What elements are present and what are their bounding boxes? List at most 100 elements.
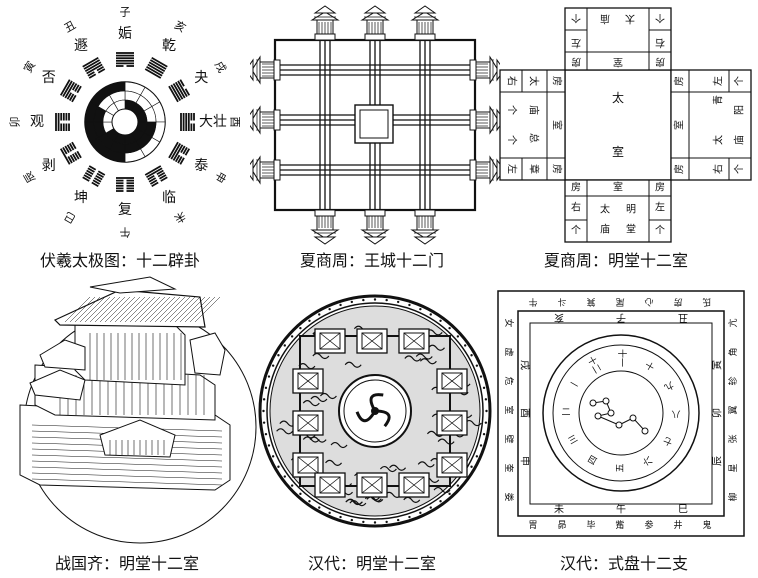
hexagram [82, 165, 105, 187]
hexagram-line-yin [116, 188, 124, 190]
room-label: 个 [506, 105, 518, 115]
mansion-label: 亢 [727, 318, 739, 327]
room-label: 房 [655, 181, 665, 194]
band-dot [263, 398, 265, 400]
tower-base [470, 60, 476, 80]
band-dot [284, 344, 286, 346]
room-label: 总 [528, 133, 541, 143]
hexagram-line-yang [55, 113, 57, 131]
branch-label: 卯 [9, 117, 22, 128]
room-label: 庙 [600, 223, 610, 236]
mansion-label: 危 [503, 376, 515, 385]
branch-label: 亥 [172, 17, 189, 35]
caption-handai-shipan: 汉代：式盘十二支 [560, 550, 688, 574]
mansion-label: 女 [503, 318, 515, 327]
taiji-center [112, 109, 138, 135]
hexagram [168, 142, 190, 165]
dial-number: 二 [561, 408, 570, 418]
tower-roof-top [250, 110, 253, 130]
hexagram-name: 剥 [42, 158, 56, 174]
room-label: 个 [734, 164, 746, 174]
branch-label: 寅 [711, 360, 724, 370]
band-dot [430, 506, 432, 508]
han-mingtang-tile [258, 283, 493, 545]
band-dot [408, 516, 410, 518]
hexagram-line-yang [185, 113, 187, 131]
hexagram-name: 姤 [118, 26, 132, 42]
gate-tower-south [362, 210, 388, 244]
branch-label: 酉 [519, 408, 530, 418]
gate-tower-north [412, 6, 438, 40]
mansion-label: 奎 [503, 463, 515, 472]
band-dot [470, 354, 472, 356]
band-dot [448, 493, 450, 495]
room-label: 右 [712, 164, 725, 174]
hexagram-line-yin [63, 113, 65, 121]
dipper-star [616, 422, 622, 428]
hexagram-line-yin [116, 185, 124, 187]
tower-base [415, 210, 435, 216]
hexagram-name: 泰 [194, 158, 208, 174]
branch-label: 酉 [229, 117, 242, 128]
room-label: 个 [734, 76, 746, 86]
room-label: 明 [626, 204, 636, 216]
branch-label: 子 [120, 6, 131, 19]
band-dot [339, 304, 341, 306]
hexagram-line-yin [68, 124, 70, 132]
room-label: 个 [571, 225, 581, 237]
outer-frame [498, 291, 744, 536]
dial-number: 八 [671, 408, 680, 418]
room-label: 青 [712, 95, 725, 105]
branch-label: 卯 [712, 408, 724, 418]
mansion-label: 氐 [702, 296, 711, 307]
gate-tower-south [312, 210, 338, 244]
dial-number: 十二 [585, 354, 604, 376]
room-label: 房 [571, 56, 581, 69]
hexagram-line-yin [116, 65, 124, 67]
band-dot [470, 466, 472, 468]
tower-base [315, 210, 335, 216]
wangcheng-diagram [250, 0, 500, 245]
hexagram-line-yin [66, 124, 68, 132]
band-dot [430, 313, 432, 315]
hexagram [60, 79, 82, 102]
mansion-label: 心 [644, 296, 653, 307]
band-dot [265, 433, 267, 435]
caption-zhanguo: 战国齐：明堂十二室 [55, 550, 199, 574]
branch-label: 午 [120, 226, 131, 239]
hexagram-line-yin [116, 180, 124, 182]
branch-label: 戌 [519, 360, 532, 370]
band-dot [328, 308, 330, 310]
band-dot [339, 516, 341, 518]
top-roof [90, 277, 175, 293]
gate-tower-west [250, 107, 280, 133]
room-label: 室 [673, 120, 686, 130]
mansion-label: 角 [727, 347, 739, 356]
branch-label: 巳 [678, 504, 688, 516]
band-dot [265, 387, 267, 389]
hexagram [60, 142, 82, 165]
band-dot [480, 444, 482, 446]
tower-roof-top [315, 237, 335, 244]
dial-number: 五 [616, 463, 626, 472]
dial-number: 十 [642, 359, 657, 373]
hexagram-line-yang [183, 113, 185, 131]
band-dot [277, 354, 279, 356]
branch-label: 申 [519, 456, 532, 466]
tower-base [274, 160, 280, 180]
hexagram-line-yang [116, 52, 134, 54]
band-dot [483, 387, 485, 389]
band-dot [318, 506, 320, 508]
hexagram-line-yin [127, 180, 135, 182]
mansion-label: 翼 [728, 405, 739, 414]
mansion-label: 星 [728, 463, 739, 472]
band-dot [268, 444, 270, 446]
shipan-diagram: 牛斗箕尾心房氐亢角轸翼张星柳鬼井参觜毕昴胃娄奎壁室危虚女子丑寅卯辰巳午未申酉戌亥… [493, 283, 758, 545]
tower-base [274, 60, 280, 80]
dipper-star [603, 398, 609, 404]
room-label: 房 [551, 164, 564, 174]
branch-label: 子 [616, 312, 626, 324]
caption-handai-mingtang: 汉代：明堂十二室 [308, 550, 436, 574]
band-dot [268, 375, 270, 377]
dial-number: 三 [567, 434, 580, 447]
